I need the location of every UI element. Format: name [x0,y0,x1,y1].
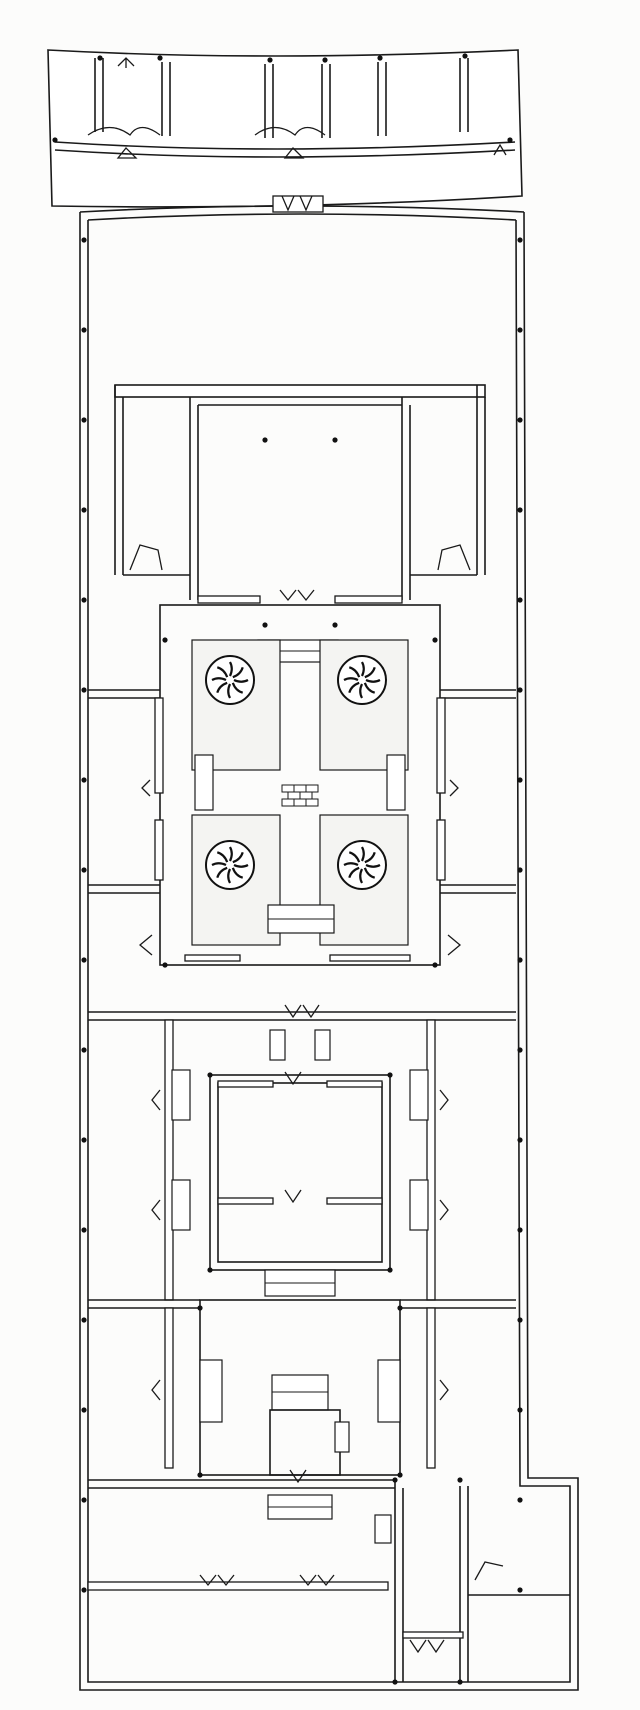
column-dot [397,1472,403,1478]
column-dot [517,777,523,783]
middle-side-wings [88,1019,516,1309]
second-gate [88,1004,516,1061]
column-dot [517,1137,523,1143]
column-dot [262,622,268,628]
column-dot [517,867,523,873]
rear-hall [87,1479,570,1682]
column-dot [517,1497,523,1503]
column-dot [157,55,163,61]
column-dot [517,417,523,423]
column-dot [387,1267,393,1273]
column-dot [387,1072,393,1078]
column-dot [81,777,87,783]
column-dot [392,1477,398,1483]
column-dot [81,597,87,603]
tree-northwest [205,655,255,705]
column-dot [97,55,103,61]
column-dot [517,327,523,333]
middle-hall [209,1071,391,1297]
column-dot [392,1679,398,1685]
column-dot [462,53,468,59]
column-dot [81,957,87,963]
column-dot [432,962,438,968]
column-dot [81,507,87,513]
column-dot [81,417,87,423]
column-dot [517,1407,523,1413]
column-dot [517,507,523,513]
column-dot [52,137,58,143]
column-dot [517,237,523,243]
column-dot [332,622,338,628]
column-dot [81,1317,87,1323]
column-dot [517,1317,523,1323]
column-dot [517,1587,523,1593]
tree-northeast [337,655,387,705]
column-dot [457,1477,463,1483]
column-dot [322,57,328,63]
column-dot [81,237,87,243]
column-dot [207,1267,213,1273]
column-dot [377,55,383,61]
north-hall [114,384,486,663]
column-dot [81,1407,87,1413]
column-dot [507,137,513,143]
column-dot [517,687,523,693]
column-dot [81,1587,87,1593]
column-dot [197,1305,203,1311]
courtyard-trees [205,655,387,890]
column-dot [207,1072,213,1078]
column-dot [517,1227,523,1233]
column-dot [517,1047,523,1053]
column-dot [81,327,87,333]
column-dot [162,962,168,968]
column-dot [457,1679,463,1685]
column-dot [81,687,87,693]
column-dot [81,1137,87,1143]
column-dot [81,1497,87,1503]
column-dot [432,637,438,643]
rear-court [151,1299,449,1520]
column-dot [81,867,87,873]
column-dot [397,1305,403,1311]
column-dot [332,437,338,443]
column-dot [162,637,168,643]
column-dot [517,597,523,603]
column-dot [267,57,273,63]
tree-southwest [205,840,255,890]
outer-wall [47,49,579,1691]
tree-southeast [337,840,387,890]
center-paving [281,784,319,807]
column-dot [197,1472,203,1478]
column-dot [517,957,523,963]
first-court-side-rooms [88,689,516,956]
column-dot [81,1227,87,1233]
columns [52,53,523,1685]
gate-house [87,57,507,213]
column-dot [262,437,268,443]
column-dot [81,1047,87,1053]
